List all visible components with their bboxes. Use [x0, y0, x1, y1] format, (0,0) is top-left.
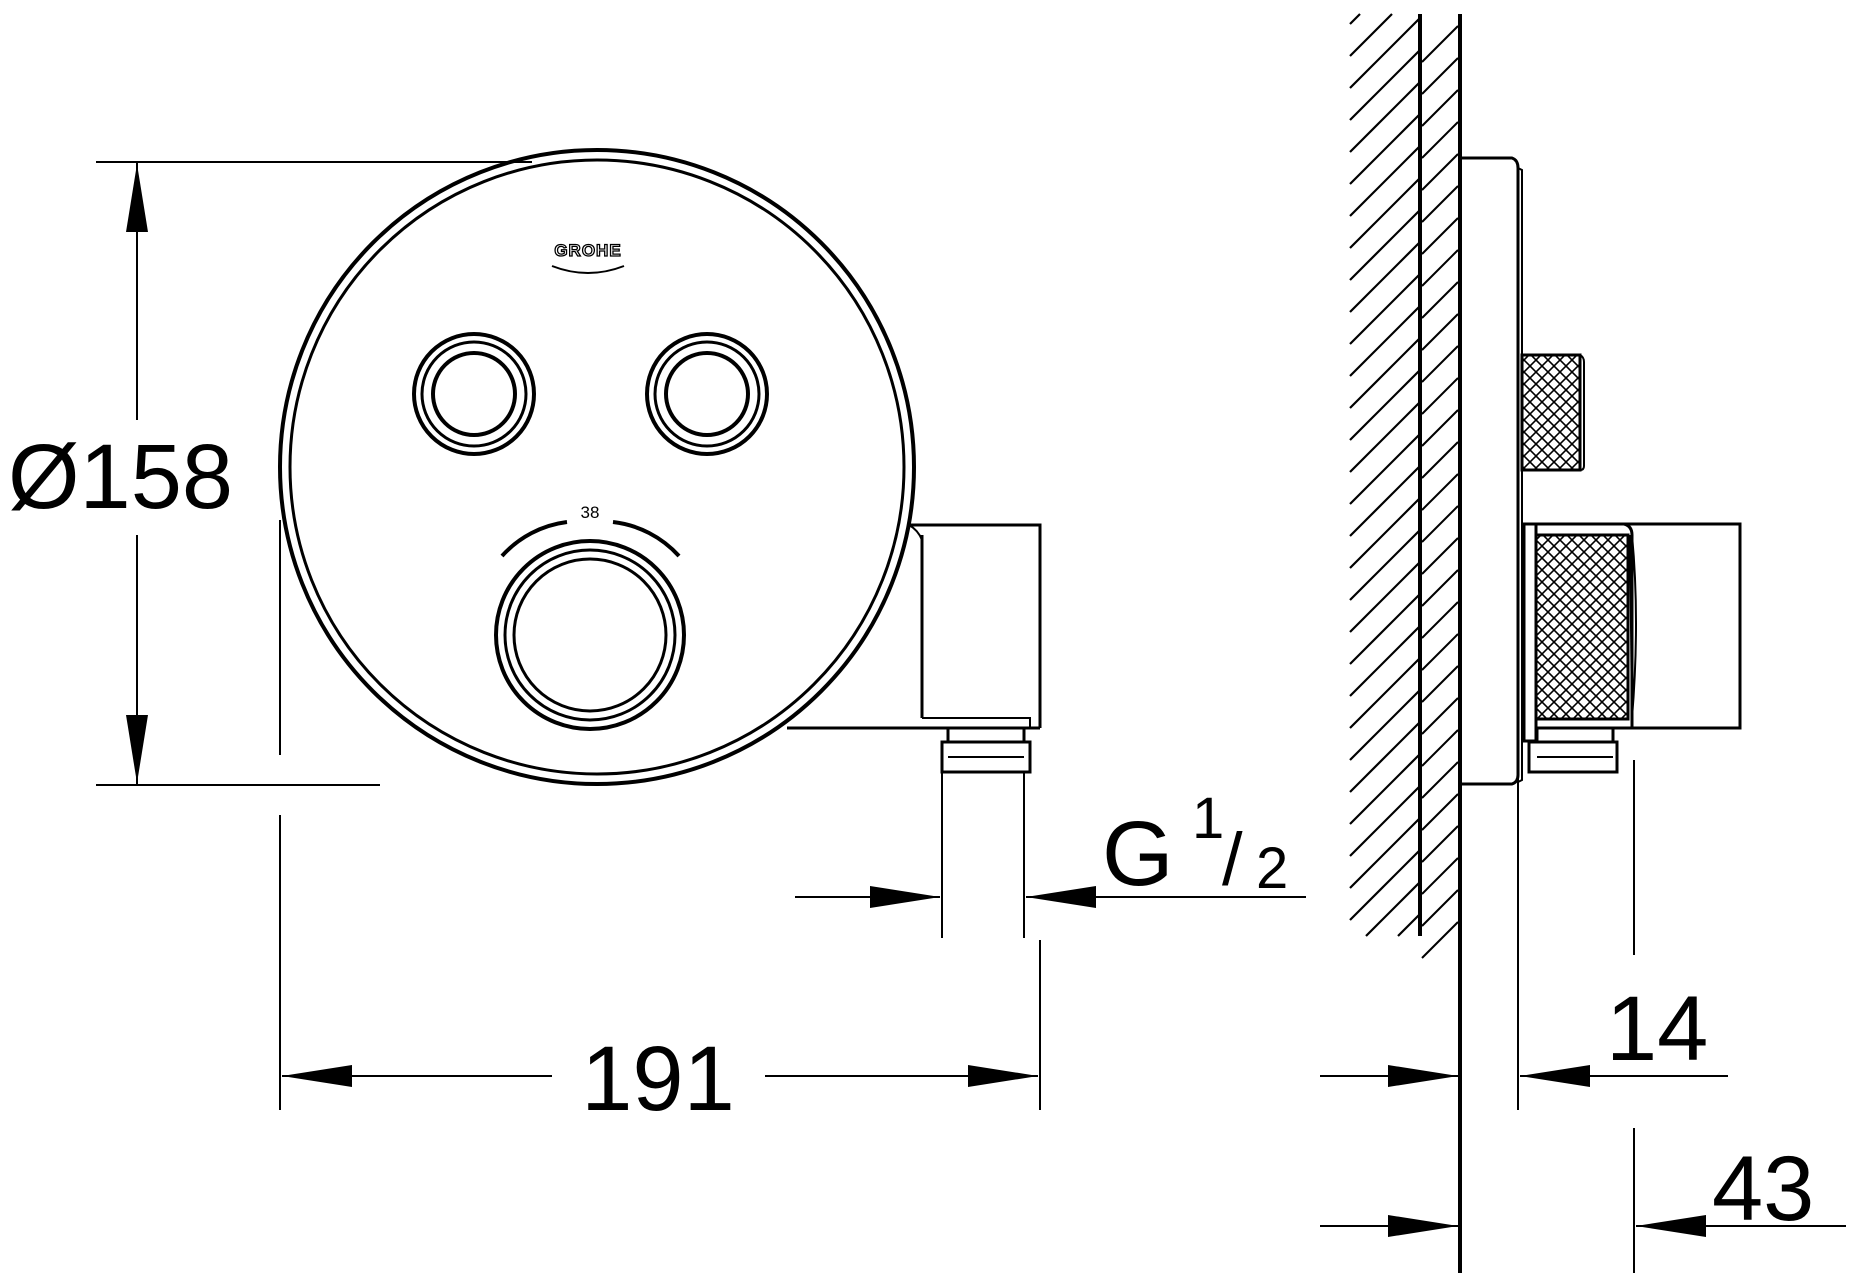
thread-slash: / [1222, 818, 1243, 901]
hatch-line [1349, 241, 1421, 313]
hatch-line [1365, 881, 1421, 937]
hatch-line [1349, 657, 1421, 729]
hatch-line [1421, 153, 1459, 191]
knurled-button-side [1520, 353, 1585, 472]
hatch-line [1349, 625, 1421, 697]
hatch-line [1421, 505, 1459, 543]
hatch-line [1349, 113, 1421, 185]
hatch-line [1421, 761, 1459, 799]
hatch-line [1421, 313, 1459, 351]
hatch-line [1421, 825, 1459, 863]
thread-dimension: G 1 / 2 [795, 772, 1306, 938]
hatch-line [1349, 145, 1421, 217]
thread-denominator: 2 [1256, 836, 1288, 901]
cover-plate [1460, 156, 1523, 1110]
hatch-line [1349, 529, 1421, 601]
hatch-line [1349, 369, 1421, 441]
hatch-line [1421, 249, 1459, 287]
hatch-line [1349, 689, 1421, 761]
hatch-line [1421, 377, 1459, 415]
diameter-label: Ø158 [8, 426, 233, 528]
hatch-line [1349, 13, 1361, 25]
hatch-line [1421, 185, 1459, 223]
grohe-logo: GROHE [551, 240, 625, 274]
push-button-left [412, 332, 536, 456]
hatch-line [1349, 49, 1421, 121]
hatch-line [1421, 217, 1459, 255]
hatch-line [1349, 433, 1421, 505]
hatch-line [1421, 569, 1459, 607]
hatch-line [1421, 697, 1459, 735]
hatch-line [1421, 601, 1459, 639]
hatch-line [1349, 593, 1421, 665]
hatch-line [1421, 889, 1459, 927]
hatch-line [1421, 345, 1459, 383]
hatch-line [1349, 17, 1421, 89]
thermostat-side [1522, 522, 1742, 774]
depth-label: 43 [1712, 1138, 1814, 1240]
svg-text:GROHE: GROHE [554, 241, 621, 260]
hatch-line [1421, 57, 1459, 95]
hatch-line [1421, 729, 1459, 767]
hatch-line [1349, 209, 1421, 281]
hatch-line [1421, 25, 1459, 63]
hatch-line [1421, 473, 1459, 511]
width-dimension: 191 [279, 520, 1041, 1130]
hatch-line [1349, 561, 1421, 633]
thread-g: G [1102, 803, 1174, 905]
hatch-line [1349, 177, 1421, 249]
hatch-line [1421, 89, 1459, 127]
hatch-line [1421, 793, 1459, 831]
hatch-line [1349, 849, 1421, 921]
hatch-line [1397, 913, 1421, 937]
hatch-line [1421, 441, 1459, 479]
diameter-dimension: Ø158 [8, 161, 532, 786]
hatch-line [1349, 273, 1421, 345]
front-view: GROHE 38 [8, 148, 1306, 1130]
hatch-line [1349, 337, 1421, 409]
faceplate-outer [278, 148, 916, 786]
depth-dimension: 43 [1320, 1128, 1846, 1273]
hatch-line [1349, 81, 1421, 153]
projection-dimension: 14 [1320, 760, 1728, 1087]
wall-hatching [1349, 13, 1459, 959]
projection-label: 14 [1606, 978, 1708, 1080]
hatch-line [1349, 465, 1421, 537]
hatch-line [1349, 785, 1421, 857]
hatch-line [1349, 817, 1421, 889]
hatch-line [1349, 401, 1421, 473]
hatch-line [1421, 281, 1459, 319]
side-view: 14 43 [1320, 13, 1846, 1273]
push-button-right [645, 332, 769, 456]
hatch-line [1349, 721, 1421, 793]
hatch-line [1421, 409, 1459, 447]
width-label: 191 [581, 1028, 735, 1130]
hatch-line [1421, 857, 1459, 895]
hatch-line [1349, 497, 1421, 569]
hatch-line [1421, 121, 1459, 159]
hatch-line [1421, 633, 1459, 671]
temperature-mark: 38 [581, 503, 600, 522]
hatch-line [1349, 13, 1393, 57]
thread-numerator: 1 [1192, 786, 1224, 851]
hatch-line [1349, 305, 1421, 377]
hatch-line [1349, 753, 1421, 825]
faceplate-inner [288, 158, 906, 776]
hatch-line [1421, 537, 1459, 575]
hatch-line [1421, 921, 1459, 959]
thermostat-knob: 38 [494, 503, 686, 731]
hatch-line [1421, 665, 1459, 703]
wall-outlet [787, 523, 1042, 774]
